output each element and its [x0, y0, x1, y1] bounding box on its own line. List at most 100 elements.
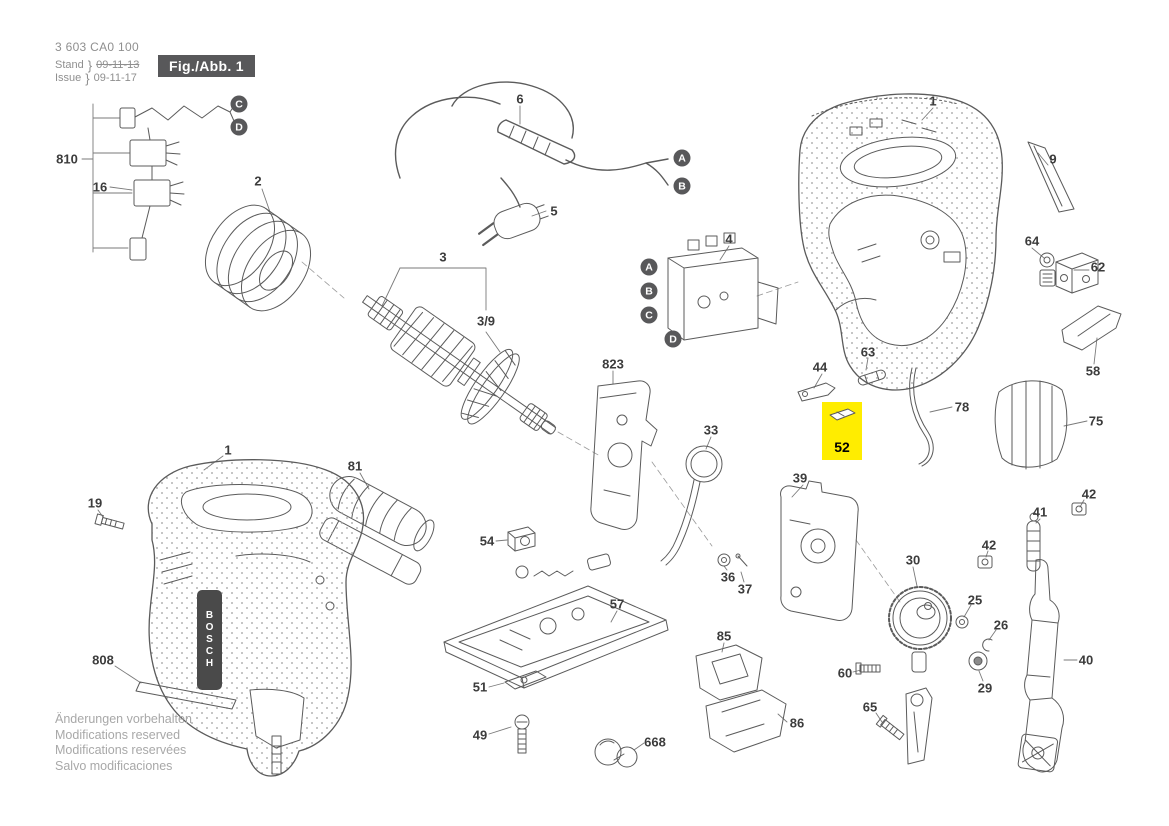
figure-badge: Fig./Abb. 1	[158, 55, 255, 77]
part-label-85: 85	[716, 628, 732, 644]
part-label-30: 30	[905, 552, 921, 568]
issue-brace: }	[85, 71, 90, 86]
part-label-62: 62	[1090, 259, 1106, 275]
part-label-41: 41	[1032, 504, 1048, 520]
part-label-3: 3	[439, 249, 447, 265]
callout-letter-c-switch: C	[640, 306, 658, 324]
nut-54-art	[507, 526, 536, 552]
screw-19-art	[94, 513, 125, 530]
switch-art	[667, 232, 779, 341]
callout-letter-a-switch: A	[640, 258, 658, 276]
saw-blade-9-art	[1027, 141, 1075, 213]
callout-letter-d-switch: D	[664, 330, 682, 348]
strip-808-art	[135, 681, 237, 710]
part-label-75: 75	[1088, 413, 1104, 429]
part-label-54: 54	[479, 533, 495, 549]
nut-42-mid-art	[977, 555, 993, 569]
footer-line-fr: Modifications reservées	[55, 743, 187, 757]
part-label-810: 810	[56, 151, 78, 167]
footer-line-en: Modifications reserved	[55, 727, 181, 742]
brush-assembly-art	[119, 105, 235, 261]
part-label-42-mid: 42	[981, 537, 997, 553]
circlip-26-art	[982, 638, 993, 652]
washer-36-art	[717, 553, 731, 567]
screw-60-art	[855, 662, 881, 675]
part-58-art	[1061, 305, 1122, 351]
part-label-51: 51	[472, 679, 488, 695]
stand-brace: }	[87, 58, 93, 73]
part-label-58: 58	[1085, 363, 1101, 379]
guide-85-art	[695, 644, 763, 701]
washer-25-art	[955, 615, 969, 629]
part-label-668: 668	[644, 734, 666, 750]
part-78-art	[909, 367, 934, 467]
part-label-5: 5	[550, 203, 558, 219]
issue-date: 09-11-17	[93, 72, 137, 84]
part-label-4: 4	[725, 231, 733, 247]
part-label-37: 37	[737, 581, 753, 597]
gear-30-art	[888, 586, 952, 673]
part-label-52-highlighted: 52	[834, 439, 850, 455]
callout-letter-b-cord: B	[673, 177, 691, 195]
baseplate-57-art	[443, 585, 669, 689]
part-44-art	[797, 382, 836, 402]
part-label-40: 40	[1078, 652, 1094, 668]
plunger-40-art	[1017, 559, 1065, 773]
part-label-9: 9	[1049, 151, 1057, 167]
revision-issue-row: Issue } 09-11-17	[55, 72, 139, 85]
lever-33-art	[660, 445, 723, 566]
part-label-65: 65	[862, 699, 878, 715]
part-label-81: 81	[347, 458, 363, 474]
nut-42-top-art	[1071, 502, 1087, 516]
part-label-26: 26	[993, 617, 1009, 633]
part-63-art	[857, 369, 886, 386]
callout-letter-b-switch: B	[640, 282, 658, 300]
leader-lines	[81, 103, 1098, 751]
part-64-art	[1039, 252, 1056, 287]
field-stator-art	[204, 204, 312, 312]
part-label-57: 57	[609, 596, 625, 612]
construction-lines	[301, 261, 901, 603]
callout-letter-c-top: C	[230, 95, 248, 113]
bearing-29-art	[968, 651, 988, 671]
part-label-49: 49	[472, 727, 488, 743]
part-label-29: 29	[977, 680, 993, 696]
stand-label: Stand	[55, 59, 84, 71]
part-label-808: 808	[92, 652, 114, 668]
part-label-1-right: 1	[929, 93, 937, 109]
part-label-25: 25	[967, 592, 983, 608]
footer-line-es: Salvo modificaciones	[55, 758, 173, 773]
part-52-highlight	[822, 402, 862, 460]
brand-strip: BOSCH	[197, 590, 222, 690]
stand-date: 09-11-13	[96, 59, 140, 71]
part-label-36: 36	[720, 569, 736, 585]
callout-letter-a-cord: A	[673, 149, 691, 167]
bracket-823-art	[590, 380, 658, 530]
rod-41-art	[1026, 512, 1041, 572]
part-label-63: 63	[860, 344, 876, 360]
part-label-42-top: 42	[1081, 486, 1097, 502]
part-label-64: 64	[1024, 233, 1040, 249]
part-75-art	[994, 380, 1068, 470]
screw-65-art	[875, 714, 905, 741]
plug-art	[477, 177, 549, 247]
part-label-86: 86	[789, 715, 805, 731]
guide-86-art	[705, 689, 787, 753]
lever-arm-art	[905, 687, 933, 765]
document-number: 3 603 CA0 100	[55, 40, 139, 54]
part-label-16: 16	[92, 179, 108, 195]
part-label-33: 33	[703, 422, 719, 438]
revision-stand-row: Stand } 09-11-13	[55, 59, 139, 72]
part-label-19: 19	[87, 495, 103, 511]
footer-line-de: Änderungen vorbehalten	[55, 712, 192, 726]
part-label-6: 6	[516, 91, 524, 107]
header: 3 603 CA0 100 Stand } 09-11-13 Issue } 0…	[55, 40, 139, 85]
jigsaw-body-art	[147, 459, 365, 777]
pin-37-art	[735, 553, 748, 567]
part-label-60: 60	[837, 665, 853, 681]
pendulum-parts-art	[515, 553, 612, 579]
part-label-823: 823	[602, 356, 624, 372]
power-cord-art	[394, 81, 669, 186]
